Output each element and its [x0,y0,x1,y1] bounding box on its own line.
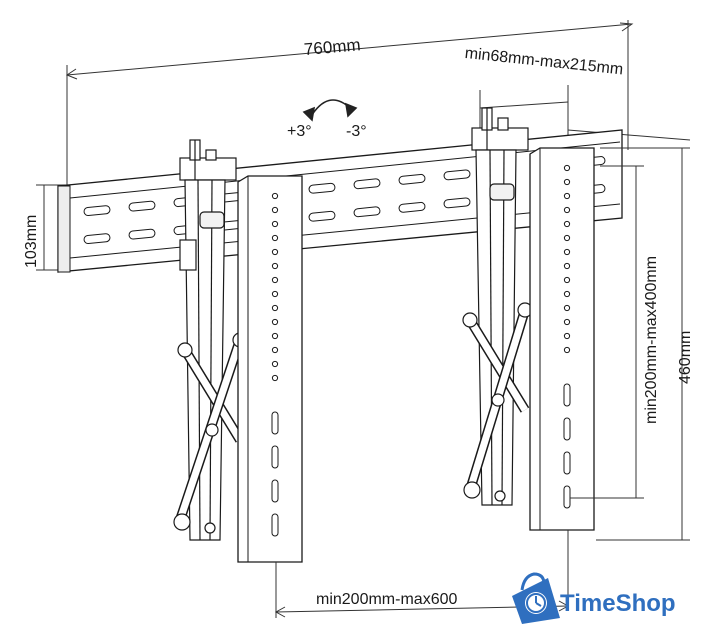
left-plate-holes [271,192,279,537]
plate-hole [271,234,279,242]
plate-hole [271,304,279,312]
plate-hole [271,374,279,382]
tilt-plus-label: +3° [287,123,312,140]
rail-slot [443,197,471,209]
plate-slot [563,451,571,475]
shopping-bag-clock-icon [512,572,560,624]
plate-hole [563,304,571,312]
rail-slot [83,205,111,217]
plate-slot [563,383,571,407]
plate-hole [563,164,571,172]
rail-slot [128,200,156,212]
plate-hole [563,262,571,270]
plate-hole [563,206,571,214]
plate-slot [563,417,571,441]
plate-hole [271,332,279,340]
rail-slot [353,206,381,218]
logo-brand-text: TimeShop [560,590,676,617]
plate-hole [563,318,571,326]
rail-slot [308,182,336,194]
right-bracket [462,107,533,506]
rail-slot [128,228,156,240]
left-bracket [173,139,248,541]
timeshop-logo: TimeShop [512,572,676,624]
overall-height-label: 460mm [677,331,694,384]
tilt-arrow [302,99,358,122]
plate-hole [563,248,571,256]
plate-hole [271,276,279,284]
plate-hole [271,318,279,326]
plate-hole [563,178,571,186]
dimension-overall-height [596,147,690,541]
plate-hole [563,332,571,340]
plate-slot [271,479,279,503]
plate-hole [271,220,279,228]
dimension-rail-width [65,20,634,190]
dimension-vertical-spacing [570,165,644,499]
horizontal-spacing-label: min200mm-max600 [316,591,457,608]
plate-slot [271,445,279,469]
plate-hole [271,346,279,354]
plate-hole [563,234,571,242]
plate-hole [563,220,571,228]
plate-hole [563,276,571,284]
vertical-spacing-label: min200mm-max400mm [643,256,660,424]
plate-hole [271,290,279,298]
rail-slot [398,201,426,213]
rail-width-label: 760mm [303,35,361,59]
plate-hole [271,360,279,368]
rail-slot [443,169,471,181]
rail-slot [398,173,426,185]
plate-hole [271,248,279,256]
bracket-adjust-label: min68mm-max215mm [464,45,624,79]
rail-slot [308,210,336,222]
right-plate-holes [563,164,571,509]
plate-slot [271,513,279,537]
rail-height-label: 103mm [23,215,40,268]
left-vertical-plate [237,175,303,563]
right-vertical-plate [529,147,595,531]
plate-hole [271,262,279,270]
tilt-minus-label: -3° [346,123,367,140]
plate-hole [271,206,279,214]
rail-slot [83,233,111,245]
plate-hole [563,290,571,298]
plate-slot [271,411,279,435]
plate-hole [563,192,571,200]
plate-hole [271,192,279,200]
rail-slot [353,178,381,190]
plate-hole [563,346,571,354]
plate-slot [563,485,571,509]
